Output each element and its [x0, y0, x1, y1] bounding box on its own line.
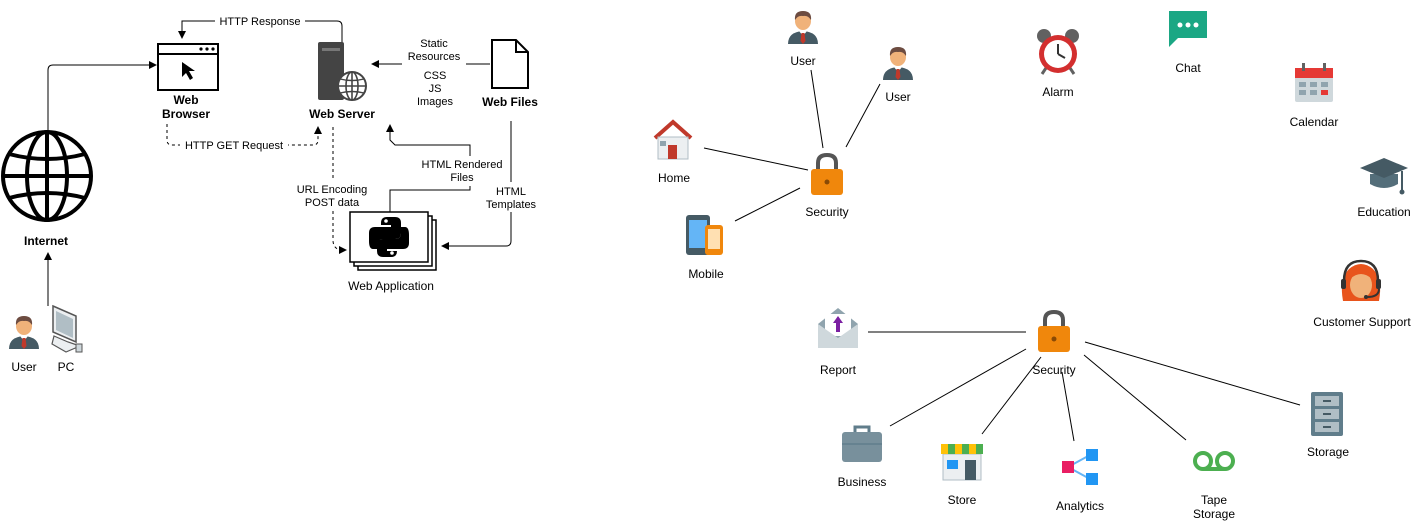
pc-label: PC — [58, 360, 75, 374]
customer-support-label: Customer Support — [1313, 315, 1411, 329]
alarm-label: Alarm — [1042, 85, 1073, 99]
url-encoding-line1: URL Encoding — [297, 184, 368, 196]
edge-storage-security — [1084, 341, 1301, 406]
user-label-1: User — [790, 54, 815, 68]
alarm-clock-icon[interactable] — [1037, 29, 1079, 75]
html-templates-line1: HTML — [496, 186, 526, 198]
html-rendered-line2: Files — [450, 172, 474, 184]
edge-analytics-security — [1061, 371, 1075, 442]
globe-icon — [1, 130, 93, 222]
tape-storage-icon[interactable] — [1193, 451, 1235, 471]
edge-html-templates — [441, 121, 512, 250]
web-server-label: Web Server — [309, 107, 375, 121]
static-resources-line1: Static — [420, 38, 448, 50]
http-get-request-label: HTTP GET Request — [185, 140, 283, 152]
mobile-icon[interactable] — [686, 215, 723, 255]
business-label: Business — [838, 475, 887, 489]
calendar-icon[interactable] — [1295, 63, 1333, 102]
analytics-label: Analytics — [1056, 499, 1104, 513]
user-avatar-icon[interactable] — [788, 11, 818, 44]
internet-label: Internet — [24, 234, 68, 248]
storage-cabinet-icon[interactable] — [1311, 392, 1343, 436]
resource-images: Images — [417, 96, 454, 108]
customer-support-icon[interactable] — [1341, 259, 1381, 301]
edge-tape-security — [1083, 354, 1187, 441]
home-icon[interactable] — [653, 119, 693, 160]
user-label-2: User — [885, 90, 910, 104]
web-application-label: Web Application — [348, 279, 434, 293]
security-label-bottom: Security — [1032, 363, 1075, 377]
edge-mobile-security — [734, 187, 801, 222]
http-response-label: HTTP Response — [219, 16, 300, 28]
user-label: User — [11, 360, 36, 374]
user-avatar-icon[interactable] — [883, 47, 913, 80]
user-avatar-icon — [9, 316, 39, 349]
edge-html-rendered — [386, 124, 471, 212]
python-app-icon[interactable] — [349, 211, 437, 271]
right-labels: User User Home Mobile Security Security … — [658, 54, 1411, 521]
web-browser-label-line2: Browser — [162, 107, 210, 121]
briefcase-icon[interactable] — [842, 425, 882, 462]
edge-label-masks — [180, 13, 538, 212]
report-envelope-icon[interactable] — [818, 308, 858, 348]
edge-store-security — [981, 356, 1042, 435]
edge-user1-security — [810, 69, 824, 149]
store-icon[interactable] — [941, 444, 983, 481]
resource-js: JS — [429, 83, 442, 95]
security-label-top: Security — [805, 205, 848, 219]
web-browser-label-line1: Web — [173, 93, 198, 107]
store-label: Store — [948, 493, 977, 507]
left-labels: Internet User PC Web Browser Web Server … — [11, 16, 538, 374]
mobile-label: Mobile — [688, 267, 724, 281]
edge-http-response — [178, 20, 343, 44]
edge-url-encoding — [332, 127, 347, 254]
left-connectors — [44, 20, 512, 306]
static-resources-line2: Resources — [408, 51, 461, 63]
education-label: Education — [1357, 205, 1410, 219]
calendar-label: Calendar — [1290, 115, 1339, 129]
edge-home-security — [703, 147, 809, 171]
lock-icon[interactable] — [809, 153, 845, 197]
chat-bubble-icon[interactable] — [1169, 11, 1207, 47]
html-rendered-line1: HTML Rendered — [422, 159, 503, 171]
resource-css: CSS — [424, 70, 447, 82]
edge-user2-security — [845, 83, 881, 148]
report-label: Report — [820, 363, 857, 377]
home-label: Home — [658, 171, 690, 185]
lock-icon[interactable] — [1036, 310, 1072, 354]
file-icon[interactable] — [491, 39, 529, 89]
storage-label: Storage — [1307, 445, 1349, 459]
chat-label: Chat — [1175, 61, 1201, 75]
analytics-icon[interactable] — [1062, 449, 1098, 485]
web-server-icon[interactable] — [318, 42, 367, 101]
html-templates-line2: Templates — [486, 199, 537, 211]
url-encoding-line2: POST data — [305, 197, 360, 209]
edge-business-security — [889, 348, 1027, 427]
web-browser-icon[interactable] — [157, 43, 219, 91]
right-connectors — [703, 69, 1301, 442]
graduation-cap-icon[interactable] — [1360, 158, 1408, 195]
edge-internet-to-browser — [47, 61, 157, 130]
web-files-label: Web Files — [482, 95, 538, 109]
pc-icon — [51, 304, 83, 353]
tape-storage-label-line1: Tape — [1201, 493, 1227, 507]
tape-storage-label-line2: Storage — [1193, 507, 1235, 521]
